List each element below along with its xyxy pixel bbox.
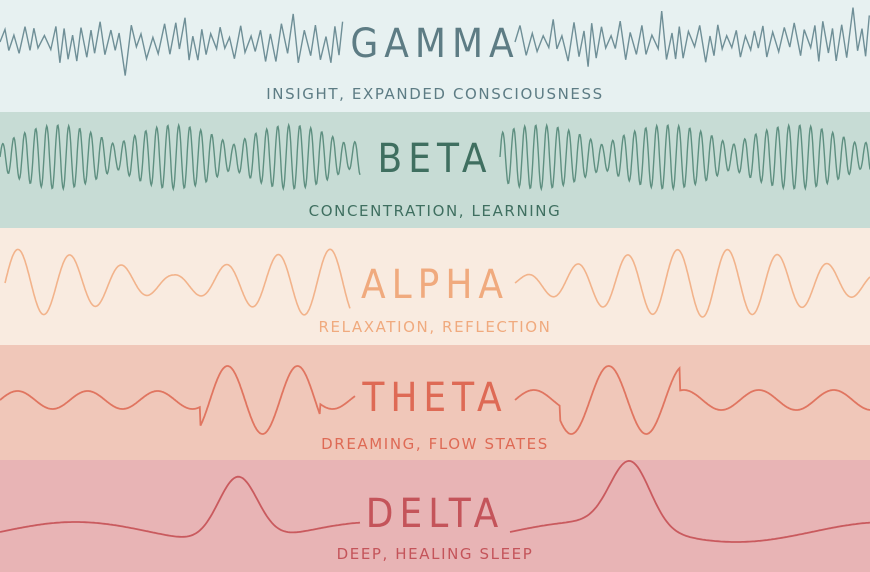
delta-wave	[0, 460, 870, 543]
beta-wave	[0, 122, 870, 192]
gamma-title: GAMMA	[350, 21, 520, 67]
theta-title: THETA	[362, 375, 508, 421]
delta-band: DELTA DEEP, HEALING SLEEP	[0, 460, 870, 572]
theta-subtitle: DREAMING, FLOW STATES	[321, 435, 549, 453]
gamma-wave-left	[0, 13, 344, 76]
alpha-band: ALPHA RELAXATION, REFLECTION	[0, 228, 870, 345]
theta-wave-left	[0, 365, 356, 435]
alpha-title: ALPHA	[360, 262, 510, 308]
delta-subtitle: DEEP, HEALING SLEEP	[336, 545, 534, 563]
alpha-wave	[4, 248, 870, 318]
gamma-wave-right	[514, 7, 870, 67]
alpha-subtitle: RELAXATION, REFLECTION	[318, 318, 552, 336]
theta-wave	[0, 365, 870, 435]
theta-band: THETA DREAMING, FLOW STATES	[0, 345, 870, 460]
beta-subtitle: CONCENTRATION, LEARNING	[308, 202, 562, 220]
delta-wave-left	[0, 475, 361, 538]
beta-title: BETA	[377, 136, 493, 182]
gamma-subtitle: INSIGHT, EXPANDED CONSCIOUSNESS	[266, 85, 604, 103]
gamma-band: GAMMA INSIGHT, EXPANDED CONSCIOUSNESS	[0, 0, 870, 112]
delta-title: DELTA	[365, 491, 505, 537]
beta-wave-left	[0, 122, 361, 192]
beta-wave-right	[499, 122, 870, 192]
gamma-wave	[0, 7, 870, 76]
alpha-wave-left	[4, 248, 351, 316]
theta-wave-right	[514, 365, 870, 435]
delta-wave-right	[509, 460, 870, 543]
beta-band: BETA CONCENTRATION, LEARNING	[0, 112, 870, 228]
alpha-wave-right	[514, 248, 870, 318]
